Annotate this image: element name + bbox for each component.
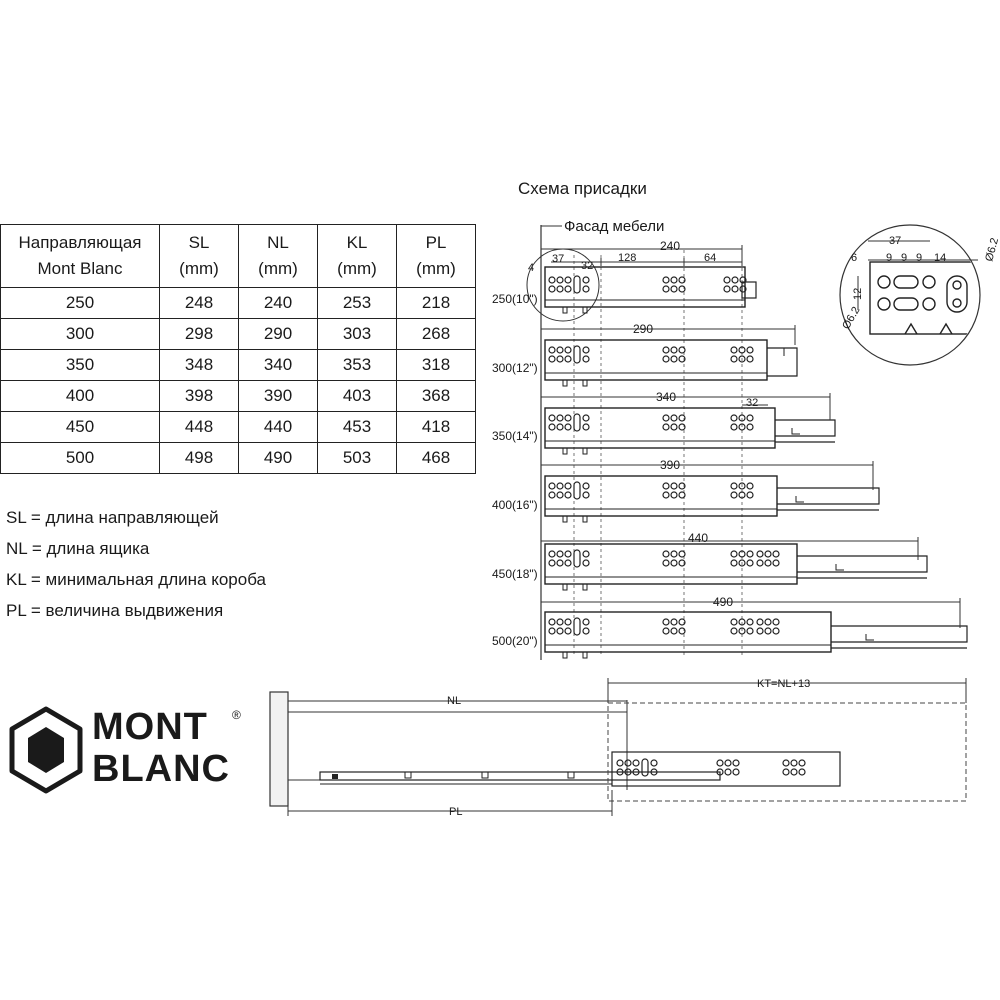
table-row: 250 248 240 253 218: [0, 287, 476, 319]
dim-32-top: 32: [581, 260, 593, 272]
table-cell: 453: [317, 411, 397, 443]
table-cell: 450: [0, 411, 160, 443]
table-row: 450 448 440 453 418: [0, 411, 476, 443]
table-row: 300 298 290 303 268: [0, 318, 476, 350]
dim-nl-label: NL: [447, 695, 461, 707]
table-cell: 398: [159, 380, 239, 412]
table-cell: 468: [396, 442, 476, 474]
table-cell: 340: [238, 349, 318, 381]
legend-kl: KL = минимальная длина короба: [6, 570, 266, 589]
rail-dim-340: 340: [656, 390, 676, 404]
mont-blanc-logo: MONT BLANC ®: [6, 705, 246, 795]
table-cell: 303: [317, 318, 397, 350]
logo-word-blanc: BLANC: [92, 748, 230, 790]
rail-250: [544, 266, 757, 314]
detail-dim-6: 6: [851, 252, 857, 264]
rail-size-250: 250(10"): [492, 292, 538, 306]
rail-size-450: 450(18"): [492, 567, 538, 581]
table-cell: 240: [238, 287, 318, 319]
detail-dim-14: 14: [934, 252, 946, 264]
table-cell: 253: [317, 287, 397, 319]
dim-128: 128: [618, 252, 636, 264]
rail-dim-290: 290: [633, 322, 653, 336]
detail-dim-9c: 9: [916, 252, 922, 264]
rail-350: [541, 393, 836, 455]
rail-size-400: 400(16"): [492, 498, 538, 512]
header-sl: SL(mm): [159, 224, 239, 288]
rail-dim-390: 390: [660, 458, 680, 472]
diagram-title: Схема присадки: [518, 179, 647, 198]
rail-size-300: 300(12"): [492, 361, 538, 375]
logo-word-mont: MONT: [92, 706, 208, 748]
table-cell: 490: [238, 442, 318, 474]
rail-450: [541, 537, 928, 591]
assembly-drawing: [269, 678, 967, 816]
dim-64: 64: [704, 252, 716, 264]
table-row: 400 398 390 403 368: [0, 380, 476, 412]
table-cell: 348: [159, 349, 239, 381]
hole-detail-enlargement: [839, 224, 981, 366]
detail-dim-37: 37: [889, 235, 901, 247]
legend-pl: PL = величина выдвижения: [6, 601, 224, 620]
detail-phi-b: Ø6.2: [983, 237, 1000, 263]
detail-dim-9a: 9: [886, 252, 892, 264]
dim-kt-label: KT=NL+13: [757, 678, 810, 690]
facade-label: Фасад мебели: [564, 218, 664, 235]
abbreviation-legend: SL = длина направляющей NL = длина ящика…: [6, 502, 266, 626]
header-kl: KL(mm): [317, 224, 397, 288]
detail-dim-9b: 9: [901, 252, 907, 264]
table-cell: 268: [396, 318, 476, 350]
rail-dim-490: 490: [713, 595, 733, 609]
header-nl: NL(mm): [238, 224, 318, 288]
rail-size-350: 350(14"): [492, 429, 538, 443]
detail-callout-circle: [526, 248, 600, 322]
rail-size-500: 500(20"): [492, 634, 538, 648]
legend-sl: SL = длина направляющей: [6, 508, 219, 527]
table-cell: 498: [159, 442, 239, 474]
table-row: 500 498 490 503 468: [0, 442, 476, 474]
dim-240-top: 240: [660, 239, 680, 253]
top-dimensions: [541, 245, 743, 266]
dim-pl-label: PL: [449, 806, 462, 818]
rail-dim-32: 32: [746, 397, 758, 409]
registered-mark: ®: [232, 708, 241, 722]
rail-dim-440: 440: [688, 531, 708, 545]
table-cell: 500: [0, 442, 160, 474]
detail-phi-a: Ø6.2: [840, 305, 862, 332]
table-cell: 290: [238, 318, 318, 350]
rail-300: [541, 325, 798, 387]
table-cell: 503: [317, 442, 397, 474]
table-cell: 298: [159, 318, 239, 350]
hexagon-logo-icon: [9, 706, 83, 794]
detail-dim-12: 12: [852, 288, 864, 300]
header-pl: PL(mm): [396, 224, 476, 288]
guide-lines: [573, 250, 743, 655]
rail-500: [541, 598, 968, 659]
table-cell: 300: [0, 318, 160, 350]
dim-37: 37: [552, 253, 564, 265]
legend-nl: NL = длина ящика: [6, 539, 150, 558]
rail-400: [541, 461, 880, 523]
